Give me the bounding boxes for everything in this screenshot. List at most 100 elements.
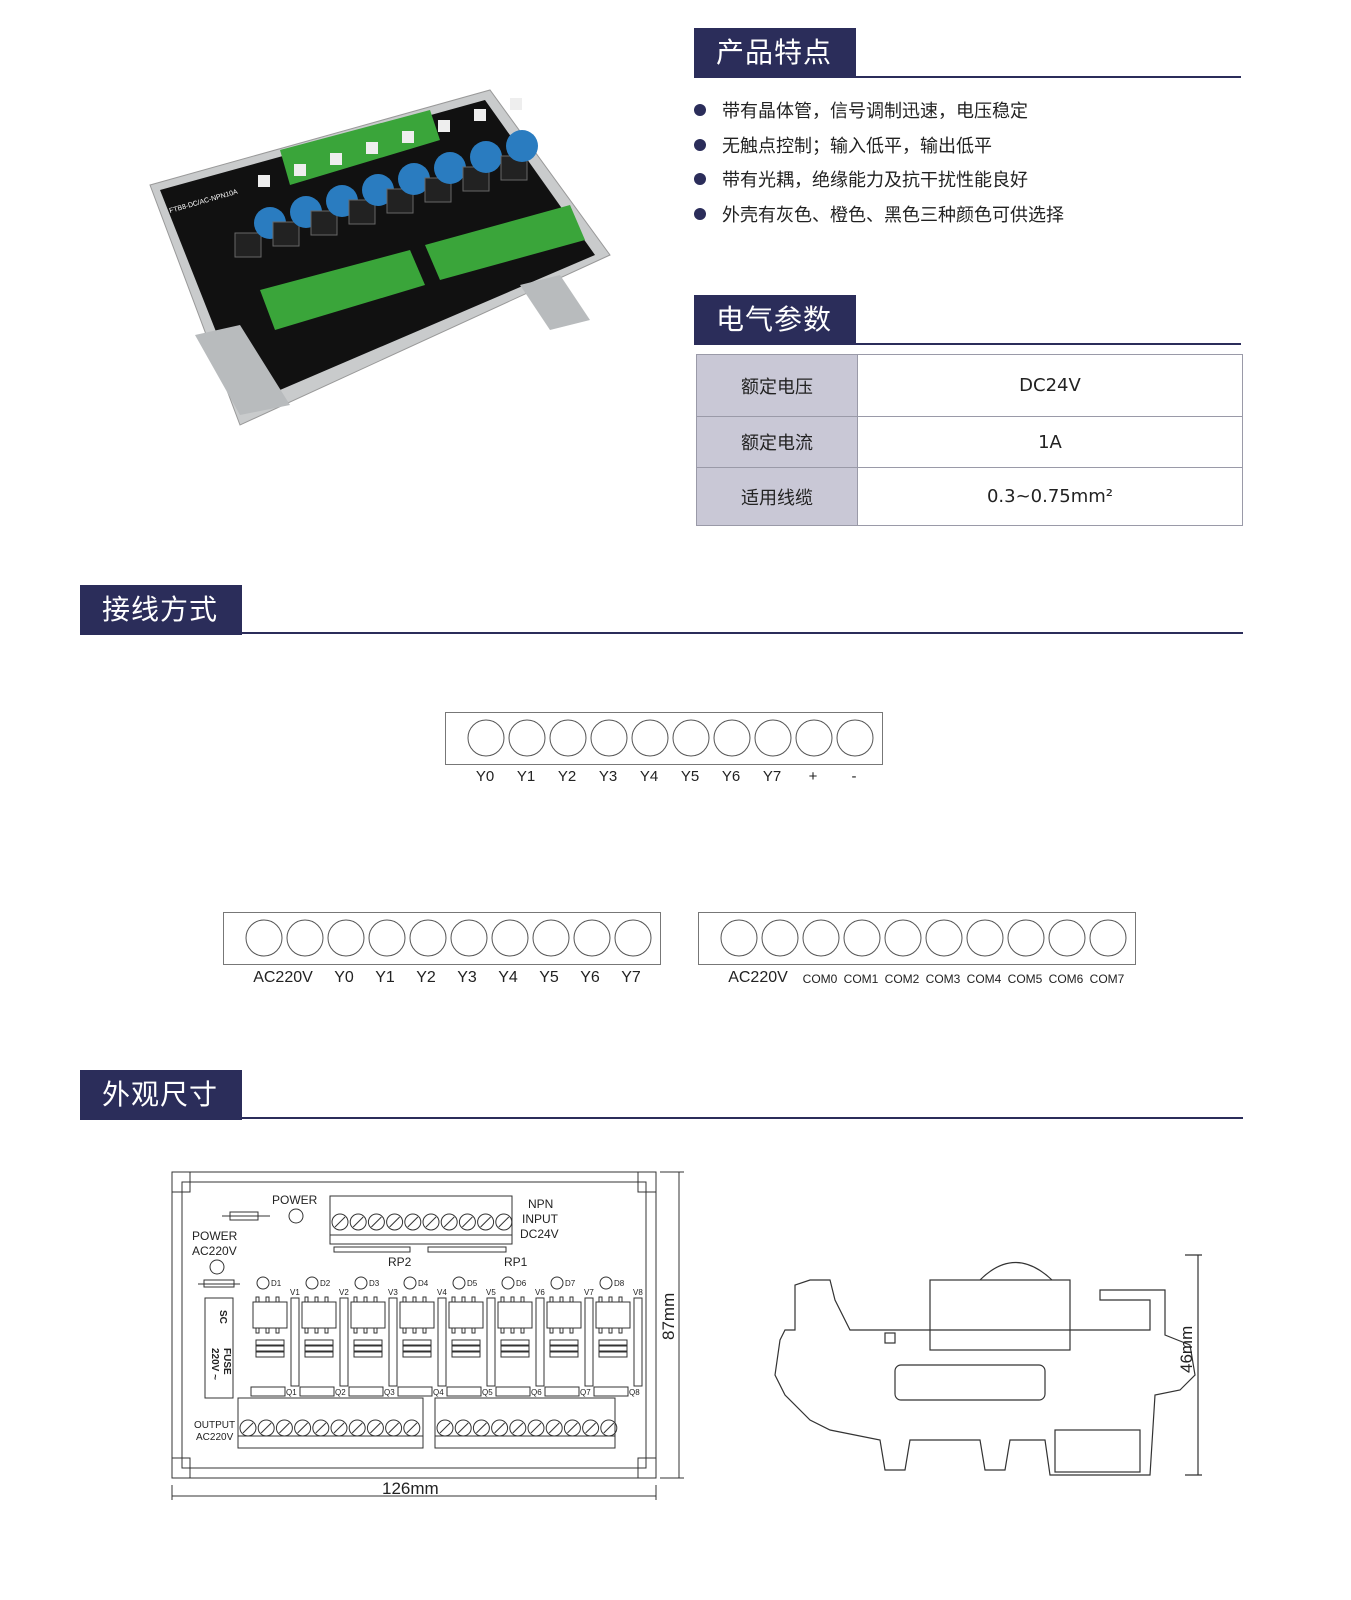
terminal-screw-icon [582,1419,600,1437]
terminal-screw-icon [600,1419,618,1437]
product-photo: FTB8-DC/AC-NPN10A [149,89,611,426]
terminal-label: Y7 [621,969,641,986]
terminal-screw-icon [458,1213,476,1231]
terminal-screw-icon [312,1419,330,1437]
divider [80,1117,1243,1119]
varistor-label: V5 [486,1288,496,1297]
terminal-screw-icon [509,1419,527,1437]
features-heading: 产品特点 [694,28,856,78]
feature-text: 带有晶体管，信号调制迅速，电压稳定 [722,101,1028,122]
optocoupler-icon [448,1301,484,1329]
output-terminal-block-right [698,912,1136,965]
varistor-icon [633,1297,643,1387]
terminal-screw-icon [422,1213,440,1231]
terminal-label: COM0 [802,972,838,986]
terminal-screw-icon [614,919,652,957]
power-label: POWER [192,1229,238,1243]
varistor-icon [362,174,394,206]
led-label: D3 [369,1279,380,1288]
varistor-label: V6 [535,1288,545,1297]
varistor-label: V3 [388,1288,398,1297]
param-value: DC24V [857,354,1243,417]
terminal-screw-icon [348,1419,366,1437]
output-terminal-block-left [260,250,425,330]
npn-label: NPN [528,1197,553,1211]
terminal-screw-icon [527,1419,545,1437]
power-voltage-label: AC220V [192,1244,237,1258]
led-icon [599,1276,613,1290]
varistor-icon [584,1297,594,1387]
transistor-label: Q1 [286,1388,297,1397]
divider [80,632,1243,634]
power-led-label: POWER [272,1193,318,1207]
terminal-screw-icon [495,1213,513,1231]
terminal-screw-icon [532,919,570,957]
terminal-screw-icon [472,1419,490,1437]
terminal-label: Y0 [334,969,354,986]
terminal-screw-icon [573,919,611,957]
depth-dimension: 46mm [1177,1326,1196,1373]
electrical-heading: 电气参数 [694,295,856,345]
terminal-label: Y0 [475,768,495,785]
terminal-screw-icon [549,719,587,757]
terminal-screw-icon [843,919,881,957]
led-label: D1 [271,1279,282,1288]
terminal-label: AC220V [253,969,313,986]
terminal-label: COM2 [884,972,920,986]
terminal-screw-icon [925,919,963,957]
param-value: 1A [857,416,1243,468]
bullet-icon [694,138,706,151]
varistor-label: V7 [584,1288,594,1297]
varistor-icon [486,1297,496,1387]
varistor-label: V1 [290,1288,300,1297]
fuse-sc-label: SC [217,1310,228,1324]
led-label: D8 [614,1279,625,1288]
rp2-label: RP2 [388,1255,412,1269]
led-label: D5 [467,1279,478,1288]
transistor-label: Q6 [531,1388,542,1397]
terminal-screw-icon [367,1213,385,1231]
varistor-icon [434,152,466,184]
optocoupler-icon [399,1301,435,1329]
terminal-screw-icon [368,919,406,957]
varistor-icon [437,1297,447,1387]
terminal-label: COM3 [925,972,961,986]
output-terminal-block-right [425,205,585,280]
varistor-icon [290,1297,300,1387]
wiring-heading: 接线方式 [80,585,242,635]
led-label: D4 [418,1279,429,1288]
terminal-label: Y2 [557,768,577,785]
terminal-screw-icon [713,719,751,757]
input-terminal-block [280,110,440,185]
output-label: OUTPUT [194,1420,235,1431]
feature-text: 外壳有灰色、橙色、黑色三种颜色可供选择 [722,204,1064,226]
terminal-label: Y2 [416,969,436,986]
terminal-label: Y3 [598,768,618,785]
feature-item: 无触点控制；输入低平，输出低平 [694,132,992,158]
varistor-label: V8 [633,1288,643,1297]
terminal-label: Y1 [516,768,536,785]
led-icon [501,1276,515,1290]
terminal-screw-icon [327,919,365,957]
transistor-label: Q2 [335,1388,346,1397]
terminal-screw-icon [802,919,840,957]
output-terminal-block-left [223,912,661,965]
terminal-screw-icon [349,1213,367,1231]
led-icon [403,1276,417,1290]
terminal-label: COM7 [1089,972,1125,986]
led-icon [256,1276,270,1290]
terminal-screw-icon [366,1419,384,1437]
terminal-label: COM5 [1007,972,1043,986]
fuse-label: FUSE [221,1348,232,1375]
terminal-screw-icon [508,719,546,757]
terminal-label: Y4 [639,768,659,785]
varistor-icon [398,163,430,195]
terminal-label: + [808,768,818,785]
terminal-label: Y4 [498,969,518,986]
terminal-screw-icon [795,719,833,757]
varistor-icon [339,1297,349,1387]
terminal-label: Y6 [721,768,741,785]
